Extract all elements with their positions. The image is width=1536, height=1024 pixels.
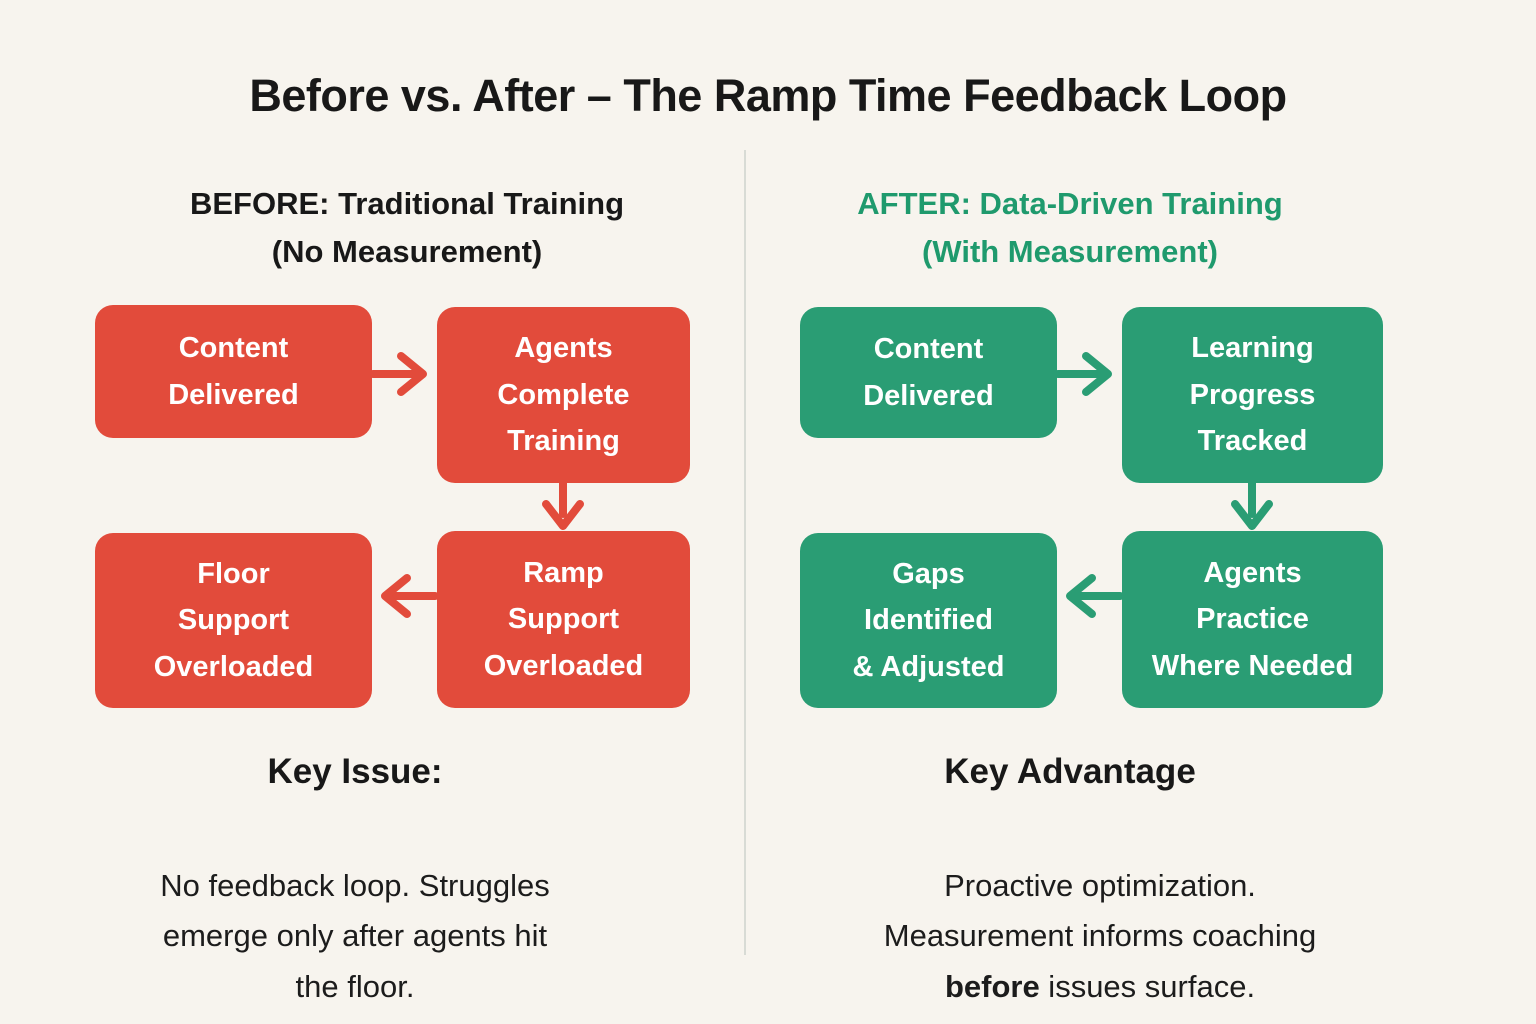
after-arrow-left-icon <box>1056 566 1122 626</box>
after-key-text: Proactive optimization. Measurement info… <box>790 810 1410 1012</box>
before-heading: BEFORE: Traditional Training (No Measure… <box>189 186 625 270</box>
after-key-text-lead: Proactive optimization. Measurement info… <box>883 867 1317 954</box>
before-box-floor-support-overloaded: Floor Support Overloaded <box>95 533 372 708</box>
after-key-text-tail: issues surface. <box>1039 968 1256 1004</box>
before-box-content-delivered: Content Delivered <box>95 305 372 438</box>
before-box-ramp-support-overloaded: Ramp Support Overloaded <box>437 531 690 708</box>
after-key-heading: Key Advantage <box>944 752 1196 791</box>
before-arrow-down-icon <box>533 482 593 532</box>
before-key-text-body: No feedback loop. Struggles emerge only … <box>160 867 550 1004</box>
column-divider <box>744 150 746 955</box>
after-heading: AFTER: Data-Driven Training (With Measur… <box>857 186 1283 270</box>
after-box-label: Content Delivered <box>863 333 994 412</box>
page-title: Before vs. After – The Ramp Time Feedbac… <box>249 70 1287 121</box>
after-arrow-down-icon <box>1222 482 1282 532</box>
before-box-label: Ramp Support Overloaded <box>483 556 644 682</box>
before-box-label: Content Delivered <box>168 332 299 411</box>
before-arrow-right-icon <box>371 344 437 404</box>
before-key-heading: Key Issue: <box>267 752 443 791</box>
after-box-label: Gaps Identified & Adjusted <box>852 557 1005 683</box>
before-key-text: No feedback loop. Struggles emerge only … <box>55 810 655 1012</box>
after-box-learning-progress-tracked: Learning Progress Tracked <box>1122 307 1383 483</box>
after-box-agents-practice-where-needed: Agents Practice Where Needed <box>1122 531 1383 708</box>
after-arrow-right-icon <box>1056 344 1122 404</box>
before-box-agents-complete-training: Agents Complete Training <box>437 307 690 483</box>
before-arrow-left-icon <box>371 566 437 626</box>
after-box-label: Learning Progress Tracked <box>1189 332 1316 458</box>
before-box-label: Floor Support Overloaded <box>153 557 314 683</box>
after-box-content-delivered: Content Delivered <box>800 307 1057 438</box>
after-box-gaps-identified-adjusted: Gaps Identified & Adjusted <box>800 533 1057 708</box>
after-key-text-bold: before <box>944 968 1040 1004</box>
before-box-label: Agents Complete Training <box>497 332 630 458</box>
after-box-label: Agents Practice Where Needed <box>1151 556 1354 682</box>
